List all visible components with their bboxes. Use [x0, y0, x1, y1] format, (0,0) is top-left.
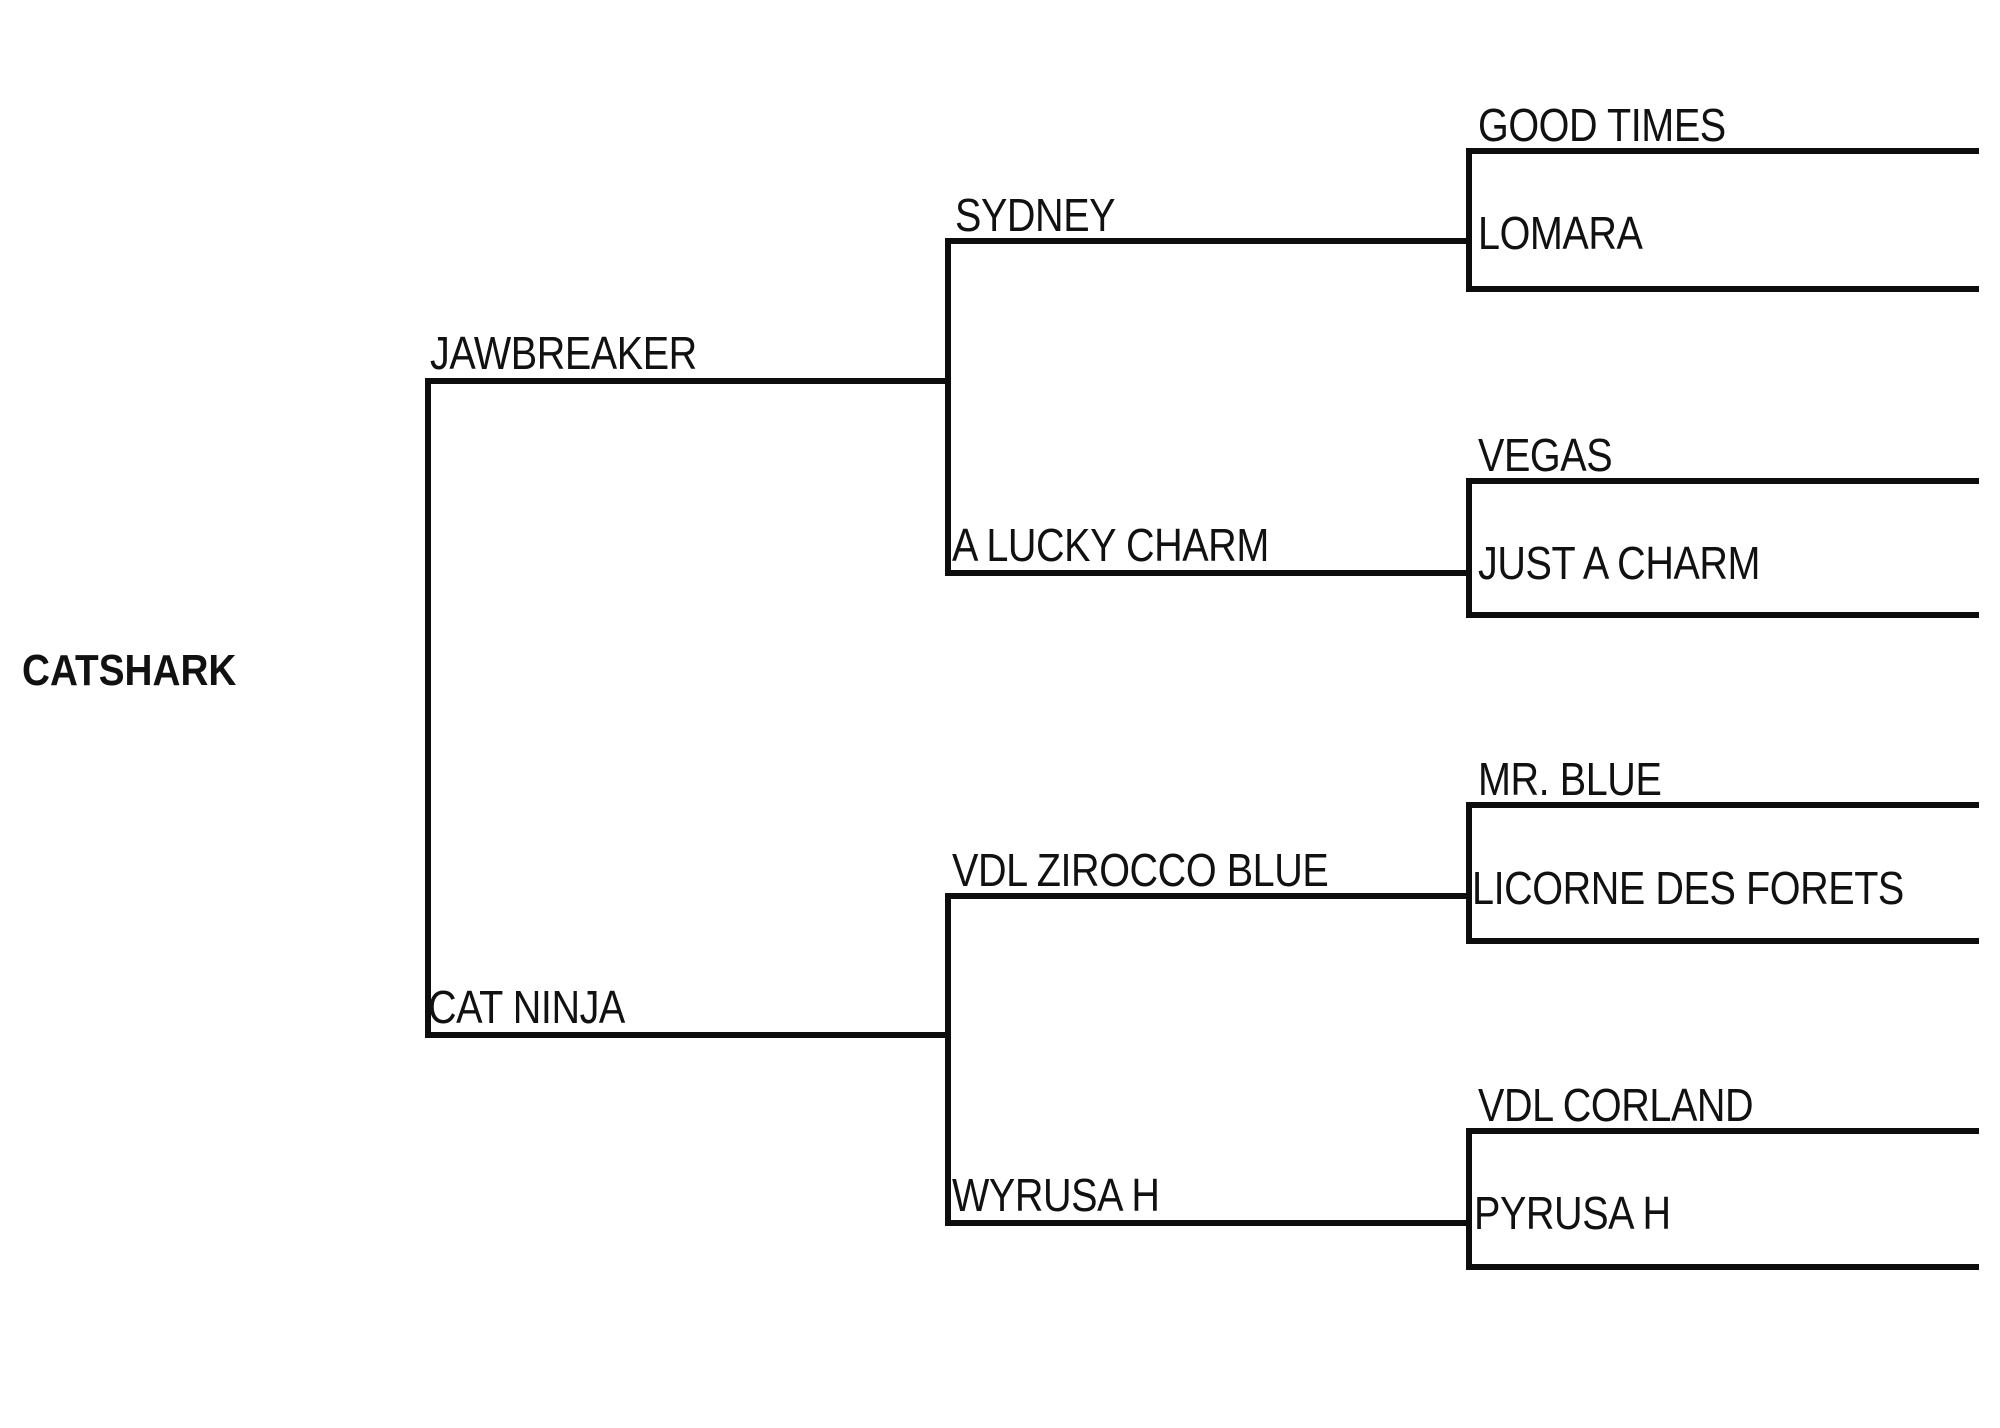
gen3-branch-vdl-corland	[1466, 1128, 1979, 1134]
gen3-name-vegas: VEGAS	[1478, 429, 1613, 481]
gen3-name-licorne-des-forets: LICORNE DES FORETS	[1472, 862, 1904, 914]
gen3-branch-good-times	[1466, 148, 1979, 154]
gen3-connector-spine-a	[1466, 148, 1472, 292]
gen3-branch-lomara	[1466, 286, 1979, 292]
gen1-name-cat-ninja: CAT NINJA	[428, 981, 625, 1033]
gen2-connector-spine-lower	[945, 893, 951, 1226]
gen2-name-wyrusa-h: WYRUSA H	[952, 1169, 1160, 1221]
gen3-branch-pyrusa-h	[1466, 1264, 1979, 1270]
gen2-name-vdl-zirocco-blue: VDL ZIROCCO BLUE	[952, 844, 1329, 896]
gen2-branch-wyrusa-h	[945, 1220, 1469, 1226]
gen3-branch-just-a-charm	[1466, 612, 1979, 618]
gen2-branch-vdl-zirocco-blue	[945, 893, 1469, 899]
gen3-name-just-a-charm: JUST A CHARM	[1478, 537, 1761, 589]
gen2-branch-a-lucky-charm	[945, 570, 1469, 576]
gen2-branch-sydney	[945, 238, 1469, 244]
gen3-name-lomara: LOMARA	[1478, 207, 1643, 259]
root-connector-spine	[425, 378, 431, 1038]
gen3-name-mr-blue: MR. BLUE	[1478, 753, 1662, 805]
gen1-branch-cat-ninja	[425, 1032, 951, 1038]
gen1-name-jawbreaker: JAWBREAKER	[430, 327, 697, 379]
gen3-name-good-times: GOOD TIMES	[1478, 99, 1726, 151]
gen3-connector-spine-d	[1466, 1128, 1472, 1270]
gen3-connector-spine-b	[1466, 478, 1472, 618]
gen2-connector-spine-upper	[945, 238, 951, 576]
gen3-name-vdl-corland: VDL CORLAND	[1478, 1079, 1754, 1131]
gen2-name-sydney: SYDNEY	[955, 189, 1116, 241]
gen3-branch-mr-blue	[1466, 802, 1979, 808]
gen3-branch-vegas	[1466, 478, 1979, 484]
gen3-connector-spine-c	[1466, 802, 1472, 944]
gen3-name-pyrusa-h: PYRUSA H	[1474, 1187, 1671, 1239]
gen2-name-a-lucky-charm: A LUCKY CHARM	[952, 519, 1269, 571]
gen3-branch-licorne-des-forets	[1466, 938, 1979, 944]
gen1-branch-jawbreaker	[425, 378, 951, 384]
root-name-catshark: CATSHARK	[22, 646, 237, 695]
